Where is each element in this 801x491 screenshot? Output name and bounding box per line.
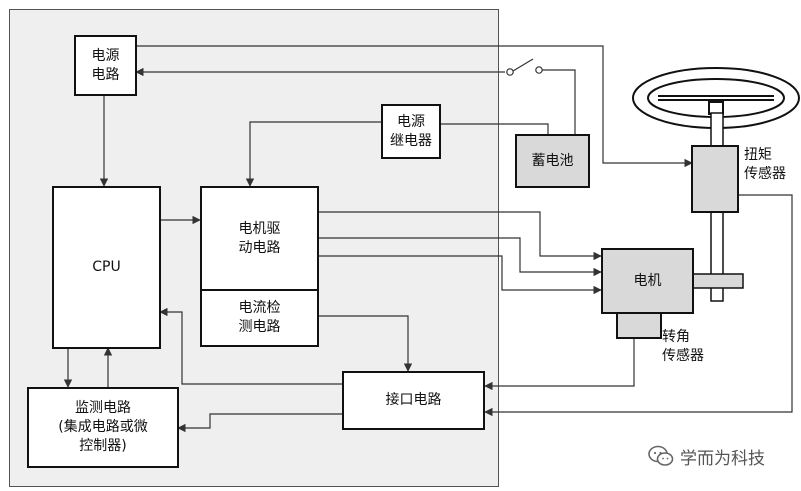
switch-right-contact [535,66,543,74]
motor-gear [692,273,744,289]
wire-battery-to-switch [542,69,576,135]
wire-current-to-interface [318,315,413,372]
wire-torque-to-interface [484,194,793,417]
monitor-box: 监测电路 (集成电路或微 控制器) [27,387,179,468]
wechat-icon [648,445,674,466]
wire-angle-to-interface [484,336,635,391]
interface-box: 接口电路 [342,371,485,430]
torque-sensor-body [691,145,739,213]
wire-battery-to-relay [440,123,549,135]
current-detect-box: 电流检 测电路 [200,289,319,347]
steering-wheel [632,67,800,129]
motor-driver-box: 电机驱 动电路 [200,186,319,291]
watermark: 学而为科技 [648,442,788,470]
wire-driver-to-motor-3 [318,255,602,295]
wire-interface-to-cpu [159,307,342,385]
power-relay-box: 电源 继电器 [381,104,441,159]
battery-box: 蓄电池 [515,134,590,188]
wire-relay-to-driver [245,121,382,187]
wire-power-to-torque [136,45,693,168]
switch-blade [512,58,534,72]
wire-interface-to-monitor [177,413,342,433]
angle-sensor-body [616,312,662,339]
wire-driver-to-motor-2 [318,237,602,277]
torque-sensor-label: 扭矩 传感器 [744,147,786,182]
switch-left-contact [506,68,514,76]
power-circuit-box: 电源 电路 [74,35,137,96]
watermark-text: 学而为科技 [680,448,765,469]
cpu-box: CPU [52,186,161,349]
wire-driver-to-motor-1 [318,211,602,261]
angle-sensor-label: 转角 传感器 [662,329,704,364]
motor-box: 电机 [601,248,694,314]
